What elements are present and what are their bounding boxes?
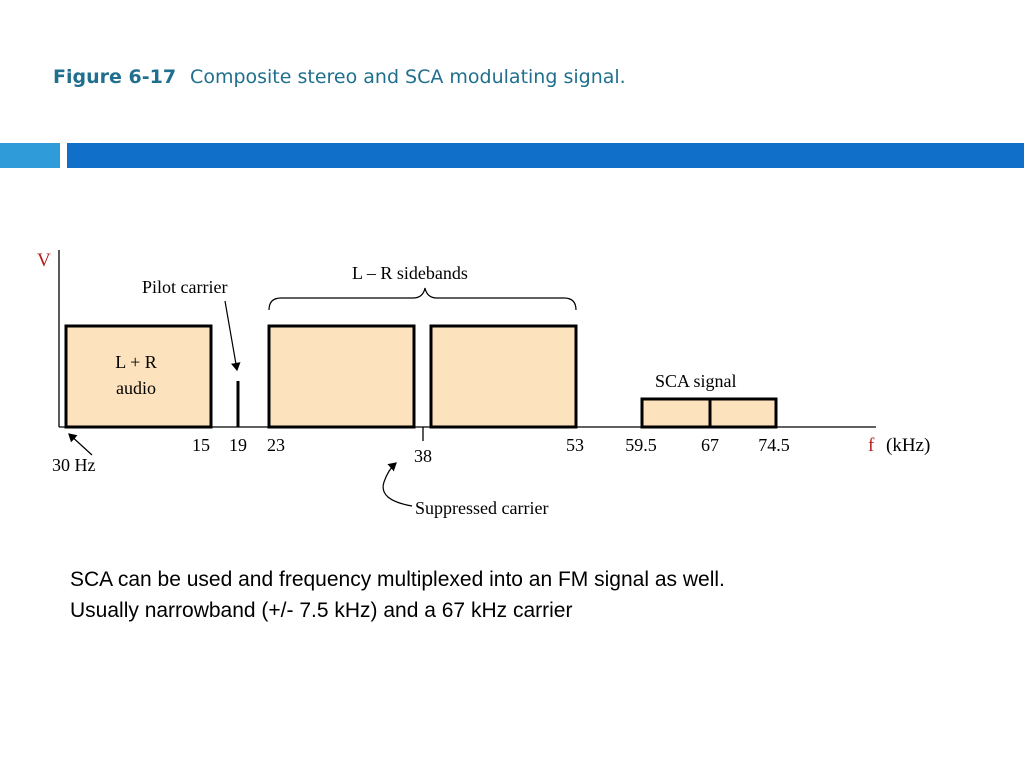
- tick-38: 38: [414, 446, 432, 466]
- pilot-carrier-arrow: [224, 300, 241, 372]
- tick-15: 15: [192, 435, 210, 455]
- tick-19: 19: [229, 435, 247, 455]
- tick-59-5: 59.5: [625, 435, 657, 455]
- tick-67: 67: [701, 435, 719, 455]
- sca-upper-block: [708, 397, 778, 429]
- suppressed-carrier-arrow: [382, 462, 413, 507]
- lr-audio-block: [64, 324, 213, 429]
- lr-audio-label-line1: L + R: [115, 352, 156, 372]
- sca-lower-block: [640, 397, 712, 429]
- body-text: SCA can be used and frequency multiplexe…: [70, 564, 725, 626]
- lr-lower-sideband-block: [267, 324, 416, 429]
- slide-title: Figure 6-17 Composite stereo and SCA modu…: [53, 66, 626, 88]
- accent-bar-left: [0, 143, 60, 168]
- tick-53: 53: [566, 435, 584, 455]
- f-axis-label: f: [868, 435, 875, 456]
- lr-sidebands-label: L – R sidebands: [352, 263, 468, 283]
- hz30-label: 30 Hz: [52, 455, 96, 475]
- hz30-arrow: [68, 433, 93, 456]
- f-axis-unit: (kHz): [886, 435, 930, 456]
- figure-label: Figure 6-17: [53, 66, 177, 88]
- figure-title: Composite stereo and SCA modulating sign…: [190, 66, 626, 88]
- lr-sidebands-brace: [268, 287, 577, 311]
- tick-74-5: 74.5: [758, 435, 790, 455]
- sca-signal-label: SCA signal: [655, 371, 737, 391]
- body-text-line2: Usually narrowband (+/- 7.5 kHz) and a 6…: [70, 599, 573, 622]
- lr-audio-label-line2: audio: [116, 378, 156, 398]
- accent-bar-right: [67, 143, 1024, 168]
- pilot-carrier-label: Pilot carrier: [142, 277, 227, 297]
- v-axis-label: V: [37, 250, 51, 271]
- tick-23: 23: [267, 435, 285, 455]
- lr-upper-sideband-block: [429, 324, 578, 429]
- body-text-line1: SCA can be used and frequency multiplexe…: [70, 568, 725, 591]
- suppressed-carrier-label: Suppressed carrier: [415, 498, 548, 518]
